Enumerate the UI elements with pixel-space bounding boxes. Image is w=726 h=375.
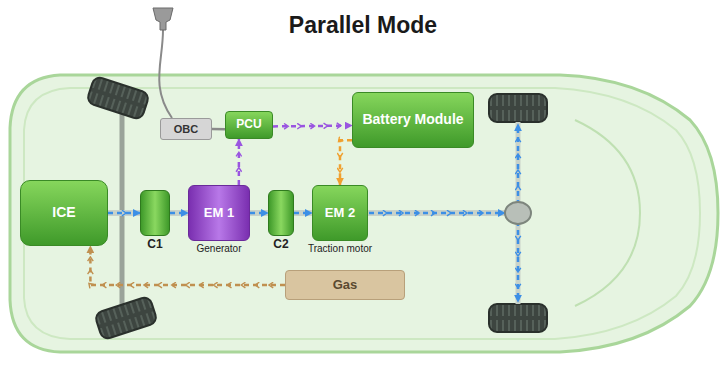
windshield (575, 120, 640, 306)
power-flow-arrow (250, 212, 268, 215)
tire (86, 76, 150, 121)
battery-module-box: Battery Module (352, 92, 474, 148)
power-flow-arrow (170, 212, 188, 215)
differential (505, 202, 531, 224)
car-body (10, 75, 718, 352)
node-label: PCU (236, 118, 261, 131)
charging-cable (159, 30, 172, 118)
generator-motor: EM 1Generator (188, 185, 250, 241)
node-label: EM 2 (325, 206, 355, 220)
clutch: C2 (268, 190, 294, 236)
title: Parallel Mode (0, 12, 726, 39)
power-flow-arrow (340, 140, 352, 185)
tire (489, 304, 547, 332)
connector-line (212, 128, 225, 131)
power-flow-arrow (517, 124, 520, 205)
obc-box: OBC (160, 118, 212, 140)
node-label: EM 1 (204, 206, 234, 220)
node-label: Battery Module (362, 112, 463, 127)
power-flow-arrow (238, 139, 241, 185)
power-flow-arrow (294, 212, 312, 215)
charging-plug (153, 8, 173, 30)
part-caption: C2 (273, 238, 288, 251)
part-caption: C1 (147, 238, 162, 251)
tire (489, 94, 547, 122)
gas-tank: Gas (285, 270, 405, 300)
node-label: ICE (52, 205, 75, 220)
power-flow-arrow (517, 221, 520, 302)
front-axle (120, 104, 125, 312)
part-caption: Generator (196, 243, 241, 254)
engine-box: ICE (20, 180, 108, 246)
pcu-box: PCU (225, 111, 273, 139)
power-flow-arrow (369, 212, 505, 215)
node-label: Gas (333, 278, 358, 292)
tire (94, 296, 158, 341)
traction-motor: EM 2Traction motor (312, 185, 368, 241)
part-caption: Traction motor (308, 243, 372, 254)
clutch: C1 (140, 190, 170, 236)
power-flow-arrow (90, 246, 285, 285)
power-flow-arrow (108, 212, 140, 215)
car-inner-line (24, 88, 700, 339)
node-label: OBC (174, 123, 198, 135)
power-flow-arrow (273, 124, 352, 127)
